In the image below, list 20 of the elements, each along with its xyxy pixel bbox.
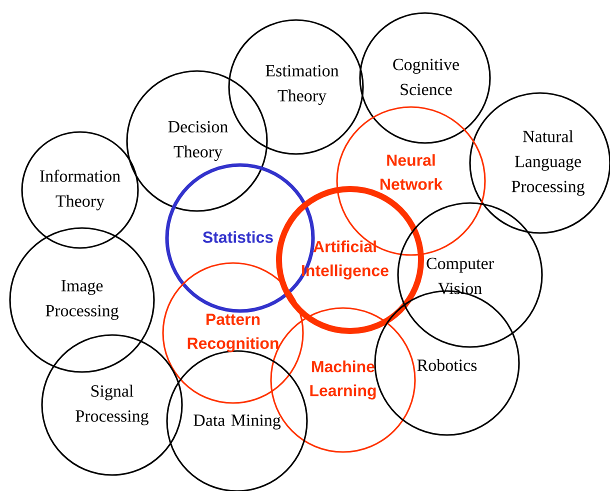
circle-label: Statistics	[202, 231, 273, 243]
circle	[9, 227, 155, 373]
circle-label: Natural Language Processing	[512, 130, 584, 196]
circle	[397, 202, 543, 348]
circle	[162, 262, 304, 404]
circle-label: Machine Learning	[310, 360, 376, 400]
circle-label: Pattern Recognition	[188, 314, 278, 352]
circle-label: Decision Theory	[168, 121, 228, 161]
circle-label: Information Theory	[40, 170, 120, 210]
circle-label: Cognitive Science	[393, 58, 459, 96]
circle	[41, 334, 183, 476]
circle	[21, 131, 139, 249]
circle	[359, 12, 491, 144]
circle-label: Neural Network	[380, 154, 443, 190]
circle-label: Data Mining	[194, 414, 281, 430]
circle	[228, 19, 364, 155]
circle-label: Image Processing	[46, 280, 118, 320]
circle-label: Estimation Theory	[266, 65, 339, 105]
circle-label: Robotics	[417, 359, 477, 371]
circle-label: Signal Processing	[76, 384, 148, 426]
